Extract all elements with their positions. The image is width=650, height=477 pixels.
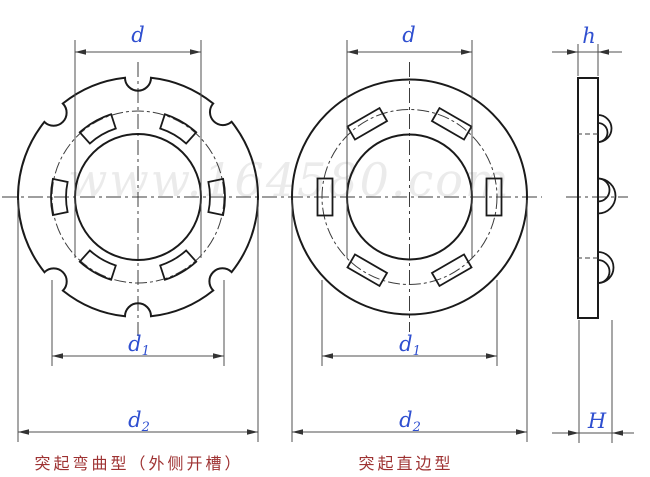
label-H: H (587, 409, 607, 433)
watermark-text: www.164580.com (68, 153, 511, 207)
left-pitch-circle (51, 110, 225, 284)
middle-view-caption: 突起直边型 (358, 454, 453, 473)
bent-tab (159, 249, 198, 281)
straight-tab (316, 177, 334, 217)
label-d2: d2 (399, 408, 421, 435)
straight-tab (485, 177, 503, 217)
dimension-d-middle: d (346, 23, 473, 258)
bent-tabs (50, 113, 226, 281)
dimension-H: H (552, 320, 634, 443)
middle-pitch-circle (321, 109, 498, 285)
straight-tab (346, 106, 389, 141)
bent-tab (207, 177, 226, 217)
dimension-d2-middle: d2 (291, 200, 528, 442)
dimension-d1-middle: d1 (321, 280, 498, 366)
bent-tab (50, 177, 69, 217)
label-d: d (131, 23, 144, 47)
straight-tab (430, 253, 473, 288)
label-d2: d2 (128, 408, 150, 435)
scalloped-outer-edge (17, 76, 260, 318)
left-view-caption: 突起弯曲型（外侧开槽） (34, 454, 243, 473)
bent-tab (159, 113, 198, 145)
label-d1: d1 (128, 332, 150, 359)
straight-tab (346, 253, 389, 288)
side-view (577, 77, 617, 319)
bent-tab (78, 113, 117, 145)
label-h: h (582, 24, 596, 48)
straight-tab (430, 106, 473, 141)
bump-inner-arc (597, 259, 611, 284)
label-d1: d1 (399, 332, 421, 359)
dimension-d-left: d (74, 23, 202, 258)
centerlines (2, 62, 628, 336)
dimension-h: h (552, 24, 622, 76)
lug-bump-top (577, 114, 613, 143)
bump-inner-arc (597, 122, 609, 143)
lug-bump-middle (597, 177, 617, 215)
straight-tabs (316, 106, 503, 288)
label-d: d (402, 23, 415, 47)
dimensions: d d1 d2 d d1 (17, 23, 634, 443)
middle-outer-edge (291, 78, 528, 316)
bent-tab (78, 249, 117, 281)
bump-outer-arc (597, 251, 615, 284)
washer-profile-plate (577, 77, 599, 319)
dimension-d1-left: d1 (51, 280, 225, 366)
bump-inner-arc (597, 177, 611, 203)
lug-bump-bottom (577, 251, 615, 284)
dimension-d2-left: d2 (17, 200, 259, 442)
